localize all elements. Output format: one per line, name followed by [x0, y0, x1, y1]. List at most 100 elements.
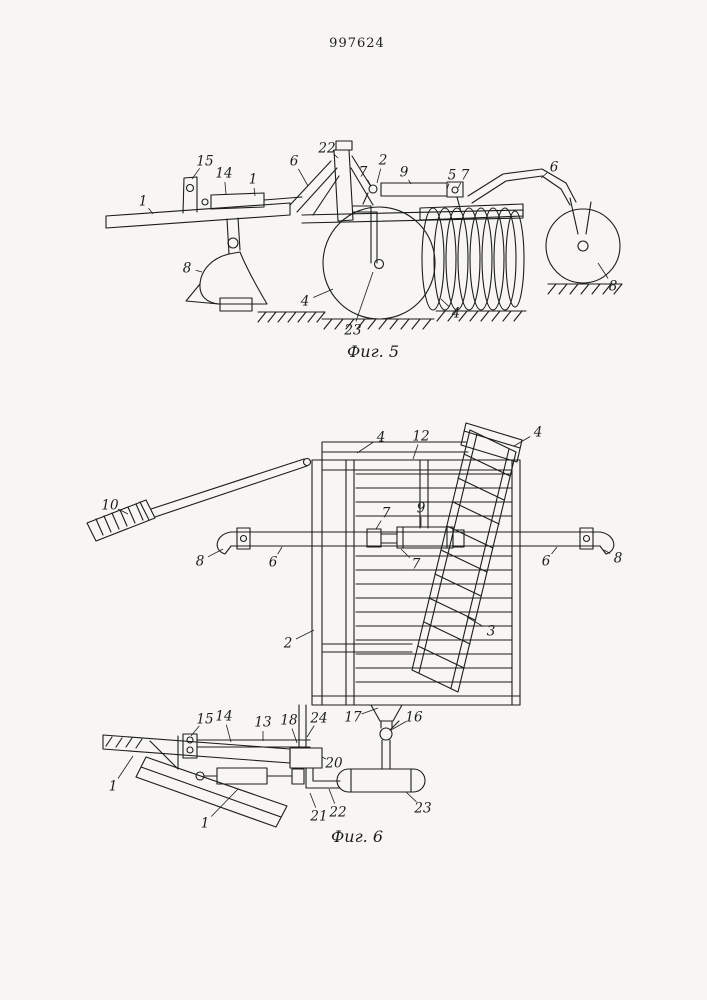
leader-line: [375, 520, 382, 530]
leader-line: [405, 791, 417, 803]
callout-label: 8: [183, 261, 192, 277]
callout-label: 21: [309, 809, 327, 825]
callout-label: 10: [101, 498, 119, 514]
callout-label: 23: [343, 323, 361, 339]
fig5-support-arm: [467, 168, 577, 206]
callout-label: 13: [254, 715, 271, 731]
fig5-coil-roller: [419, 203, 525, 311]
leader-line: [367, 179, 372, 187]
callout-label: 14: [215, 166, 232, 182]
leader-line: [513, 436, 531, 447]
callout-label: 9: [400, 165, 409, 181]
callout-label: 3: [487, 624, 496, 640]
fig5-caption: Фиг. 5: [347, 342, 399, 361]
callout-label: 16: [405, 710, 423, 726]
fig5-ground-hatching: [257, 283, 623, 330]
callout-label: 9: [417, 501, 426, 517]
callout-label: 1: [109, 779, 118, 795]
callout-label: 14: [215, 709, 232, 725]
callout-label: 22: [317, 141, 335, 157]
leader-line: [298, 168, 309, 187]
leader-line: [408, 179, 412, 185]
leader-line: [313, 288, 334, 298]
callout-label: 18: [280, 713, 298, 729]
leader-line: [457, 182, 462, 189]
leader-line: [117, 508, 129, 515]
fig6-crossbar: [216, 526, 615, 555]
leader-line: [400, 548, 410, 558]
callout-label: 2: [378, 153, 388, 169]
callout-label: 7: [382, 506, 391, 522]
callout-label: 6: [269, 555, 278, 571]
callout-label: 24: [309, 711, 327, 727]
leader-line: [440, 298, 450, 308]
fig6-drawing: [86, 422, 615, 828]
callout-label: 1: [249, 172, 258, 188]
leader-line: [277, 546, 283, 555]
leader-line: [376, 168, 382, 184]
fig6-slat-panel: [411, 429, 517, 693]
fig5-drawing: [105, 140, 623, 330]
callout-label: 12: [412, 429, 429, 445]
callout-label: 15: [196, 712, 213, 728]
leader-line: [597, 262, 609, 279]
fig6-funnel-valve: [370, 704, 403, 770]
callout-label: 6: [542, 554, 551, 570]
fig6-beam-assembly: [102, 733, 311, 828]
fig6-capsule-pipe: [289, 704, 426, 793]
leader-line: [211, 788, 239, 817]
fig5-hydraulic-cylinder: [201, 192, 303, 210]
leader-line: [309, 792, 317, 808]
fig5-frame-bar: [301, 205, 524, 264]
leader-line: [191, 168, 201, 180]
leader-line: [356, 441, 374, 454]
leader-line: [148, 207, 154, 215]
callout-label: 22: [328, 805, 346, 821]
callout-label: 1: [139, 194, 148, 210]
callout-label: 20: [324, 756, 343, 772]
fig6-hopper-frame: [311, 441, 521, 706]
leader-line: [291, 728, 298, 744]
fig6-marker-rod: [86, 457, 312, 542]
leader-line: [195, 269, 203, 273]
callout-label: 4: [300, 294, 310, 310]
fig5-plow-body: [185, 217, 268, 312]
leader-line: [253, 187, 256, 197]
callout-label: 4: [451, 306, 461, 322]
callout-label: 1: [201, 816, 210, 832]
leader-line: [361, 707, 379, 715]
callout-label: 7: [359, 165, 368, 181]
callout-label: 6: [550, 160, 559, 176]
callout-label: 23: [413, 801, 431, 817]
callout-label: 8: [609, 279, 618, 295]
leader-line: [540, 172, 548, 179]
callout-label: 5: [448, 168, 457, 184]
fig5-support-wheel: [545, 197, 621, 284]
leader-line: [295, 629, 315, 640]
leader-line: [466, 616, 484, 627]
callout-label: 17: [344, 710, 362, 726]
leader-line: [225, 724, 232, 743]
leader-line: [355, 271, 374, 322]
leader-line: [207, 548, 224, 558]
fig6-caption: Фиг. 6: [331, 827, 383, 846]
leader-line: [117, 755, 134, 779]
leader-line: [224, 181, 227, 195]
leader-line: [321, 756, 327, 760]
callout-label: 7: [412, 557, 421, 573]
callout-label: 8: [614, 551, 623, 567]
fig6-chute: [460, 422, 523, 463]
fig5-packer-wheel: [322, 206, 436, 320]
leader-line: [333, 153, 339, 159]
leader-line: [412, 444, 419, 460]
callout-label: 4: [376, 430, 386, 446]
leader-line: [551, 546, 558, 555]
callout-label: 8: [196, 554, 205, 570]
leader-line: [190, 725, 200, 737]
callout-label: 6: [290, 154, 299, 170]
callout-label: 7: [461, 168, 470, 184]
